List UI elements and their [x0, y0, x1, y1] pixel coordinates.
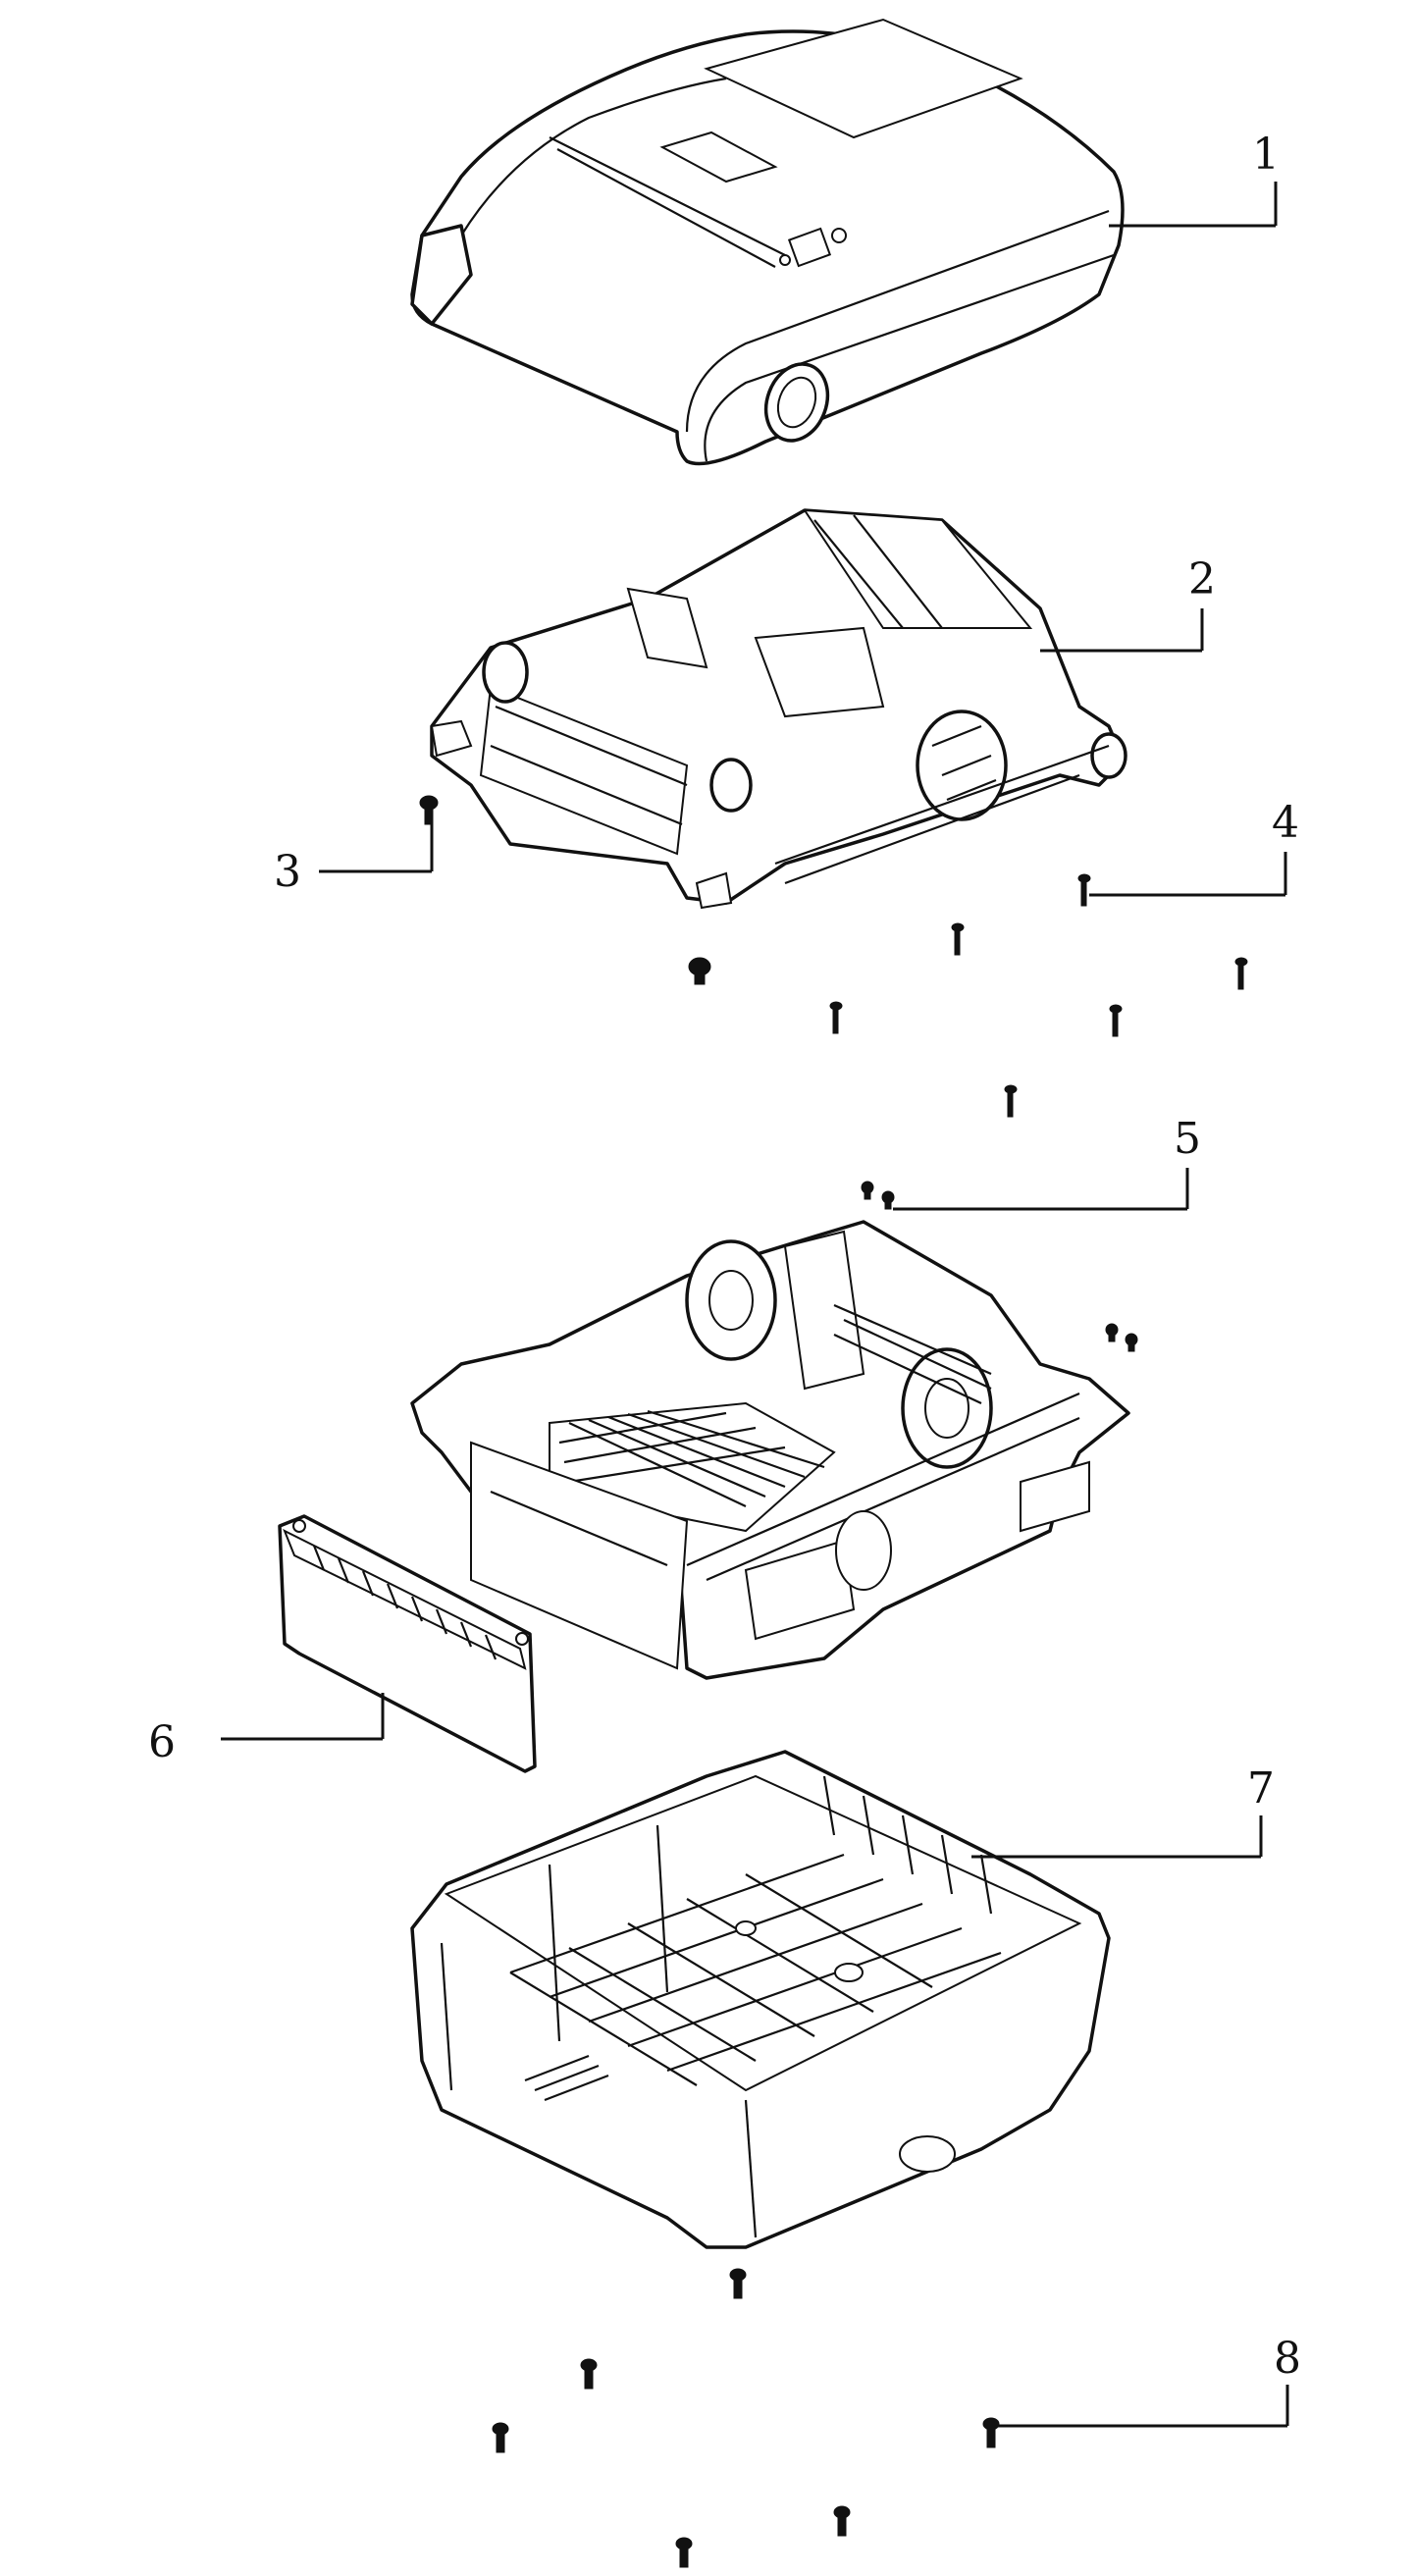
screw-8c [492, 2422, 509, 2453]
base-ribs [509, 1853, 1002, 2086]
screws-8-group [492, 2268, 1000, 2568]
screws-5-group [861, 1181, 1138, 1352]
roller-grid [558, 1409, 825, 1507]
screw-5d [1125, 1333, 1138, 1352]
callout-8: 8 [1274, 2334, 1301, 2384]
screws-4-group [688, 873, 1248, 1118]
screw-8d [982, 2417, 1000, 2448]
screw-4c [1234, 957, 1248, 990]
callout-2: 2 [1188, 554, 1216, 605]
screw-8b [580, 2358, 598, 2390]
screw-8e [833, 2505, 851, 2537]
front-panel [278, 1514, 537, 1773]
callout-3: 3 [274, 847, 301, 897]
screw-5b [881, 1190, 895, 1210]
screw-8f [675, 2537, 693, 2568]
print-mechanism-upper [430, 508, 1127, 910]
callout-4: 4 [1272, 798, 1299, 848]
callout-5: 5 [1174, 1114, 1201, 1164]
screw-5c [1105, 1323, 1119, 1342]
screw-4b [951, 922, 965, 956]
screw-4f [1004, 1084, 1018, 1118]
screw-large [688, 957, 711, 985]
screw-4a [1077, 873, 1091, 907]
callout-7: 7 [1247, 1763, 1275, 1814]
middle-mechanism [410, 1220, 1130, 1680]
screw-4e [1109, 1004, 1123, 1037]
callout-6: 6 [148, 1717, 176, 1767]
screw-4d [829, 1001, 843, 1034]
screw-3 [419, 795, 439, 825]
bottom-base [410, 1750, 1111, 2249]
screw-8a [729, 2268, 747, 2299]
top-cover [410, 18, 1125, 466]
screw-5a [861, 1181, 874, 1200]
callout-1: 1 [1252, 130, 1280, 180]
